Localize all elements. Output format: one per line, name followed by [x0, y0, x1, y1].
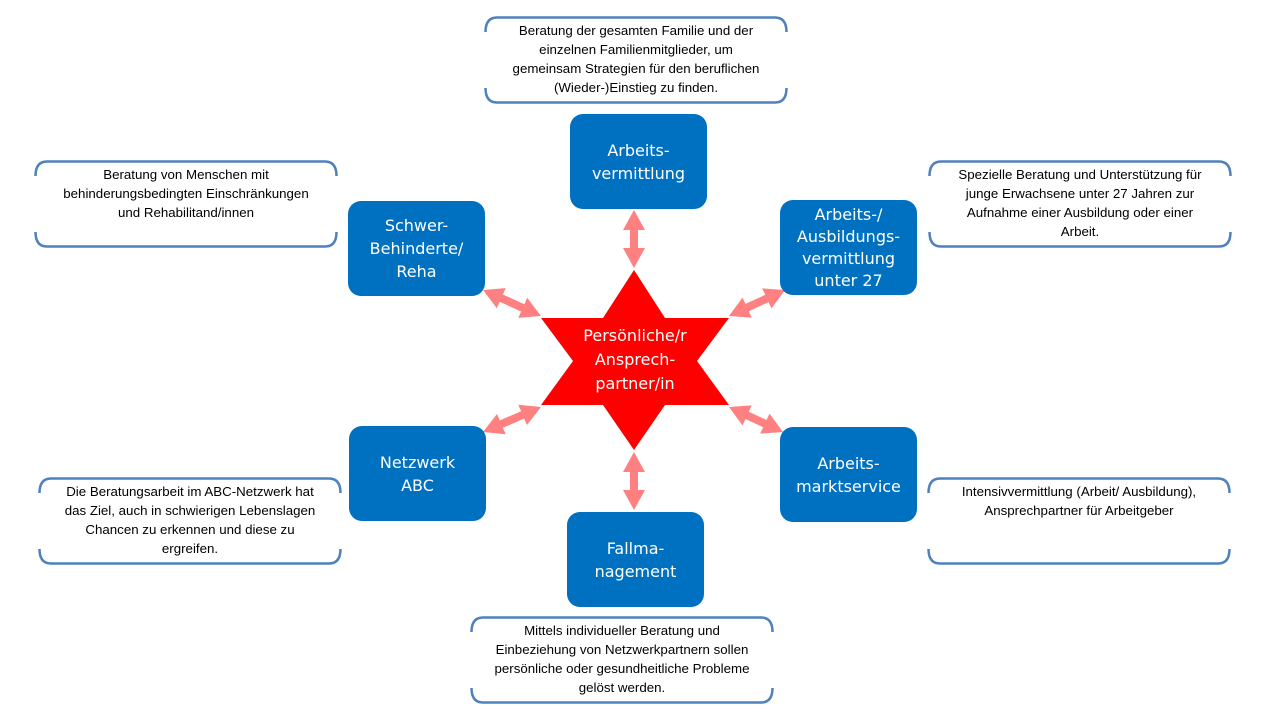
bracket-top [38, 477, 342, 494]
callout-schwerbehinderte: Beratung von Menschen mit behinderungsbe… [34, 160, 338, 248]
bracket-top [928, 160, 1232, 177]
callout-text: Spezielle Beratung und Unterstützung für… [958, 167, 1202, 239]
bracket-bottom [928, 231, 1232, 248]
callout-text: Mittels individueller Beratung und Einbe… [494, 623, 750, 695]
callout-text: Beratung der gesamten Familie und der ei… [512, 23, 760, 95]
callout-bracket [34, 160, 338, 248]
callout-bracket [470, 616, 774, 704]
arrow-schwerbehinderte [483, 288, 541, 318]
node-label: Arbeits-/ Ausbildungs- vermittlung unter… [796, 204, 901, 290]
center-label: Persönliche/r Ansprech- partner/in [583, 326, 687, 393]
node-label: Fallma- nagement [594, 538, 677, 581]
bracket-bottom [38, 548, 342, 565]
node-arbeitsmarktservice: Arbeits- marktservice [780, 427, 917, 522]
node-netzwerk-abc: Netzwerk ABC [349, 426, 486, 521]
node-label: Netzwerk ABC [379, 452, 456, 495]
callout-text: Die Beratungsarbeit im ABC-Netzwerk hat … [64, 484, 316, 556]
callout-text: Beratung von Menschen mit behinderungsbe… [63, 167, 309, 220]
center-star [541, 270, 729, 450]
node-ausbildungsvermittlung-u27: Arbeits-/ Ausbildungs- vermittlung unter… [780, 200, 917, 295]
node-fallmanagement: Fallma- nagement [567, 512, 704, 607]
callout-text: Intensivvermittlung (Arbeit/ Ausbildung)… [961, 484, 1197, 518]
callout-arbeitsmarktservice: Intensivvermittlung (Arbeit/ Ausbildung)… [927, 477, 1231, 565]
arrow-netzwerk-abc [483, 404, 541, 435]
bracket-top [34, 160, 338, 177]
arrow-fallmanagement [623, 452, 645, 510]
callout-netzwerk-abc: Die Beratungsarbeit im ABC-Netzwerk hat … [38, 477, 342, 565]
node-label: Schwer- Behinderte/ Reha [369, 216, 464, 281]
callout-bracket [927, 477, 1231, 565]
node-label: Arbeits- vermittlung [591, 140, 686, 183]
callout-u27: Spezielle Beratung und Unterstützung für… [928, 160, 1232, 248]
callout-bracket [928, 160, 1232, 248]
callout-fallmanagement: Mittels individueller Beratung und Einbe… [470, 616, 774, 704]
bracket-bottom [470, 687, 774, 704]
arrow-u27 [729, 288, 785, 318]
callout-bracket [484, 16, 788, 104]
bracket-bottom [34, 231, 338, 248]
arrow-arbeitsmarktservice [729, 405, 783, 434]
bracket-top [927, 477, 1231, 494]
node-label: Arbeits- marktservice [796, 453, 901, 496]
node-arbeitsvermittlung: Arbeits- vermittlung [570, 114, 707, 209]
bracket-top [484, 16, 788, 33]
bracket-bottom [484, 87, 788, 104]
callout-bracket [38, 477, 342, 565]
callout-arbeitsvermittlung: Beratung der gesamten Familie und der ei… [484, 16, 788, 104]
arrow-arbeitsvermittlung [623, 210, 645, 268]
node-schwerbehinderte-reha: Schwer- Behinderte/ Reha [348, 201, 485, 296]
bracket-top [470, 616, 774, 633]
bracket-bottom [927, 548, 1231, 565]
